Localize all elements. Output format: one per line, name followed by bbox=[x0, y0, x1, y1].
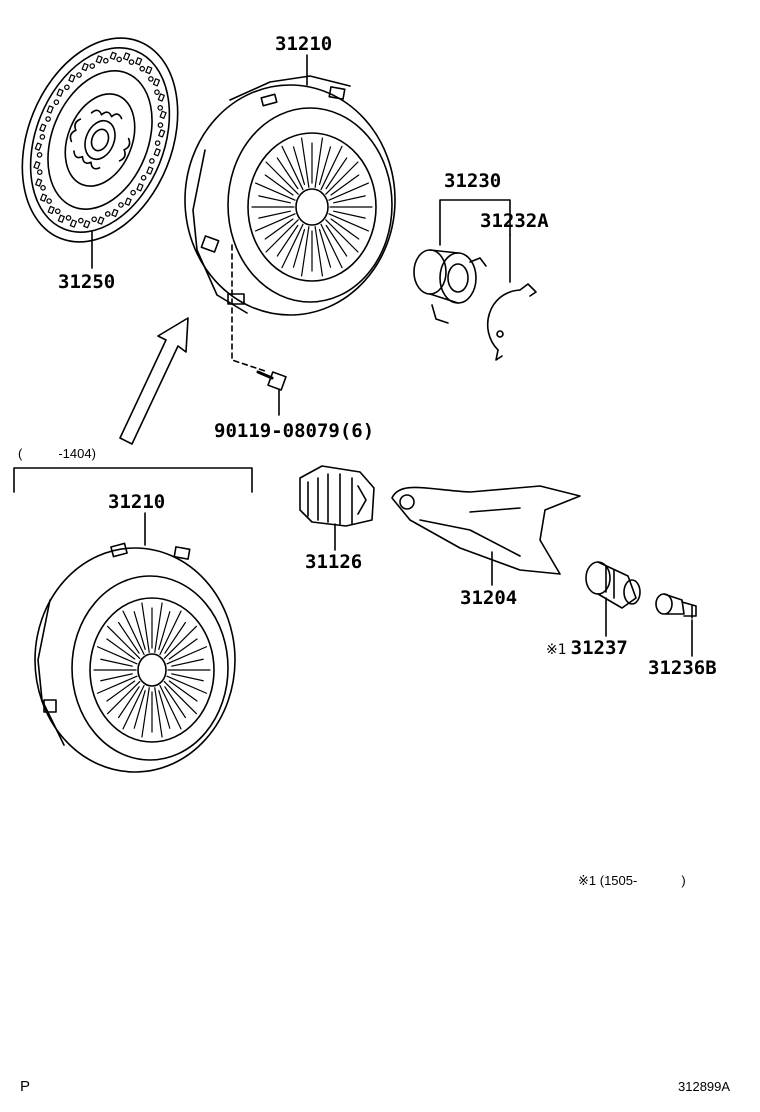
range-bracket bbox=[13, 467, 253, 493]
footnote-range: (1505- bbox=[599, 873, 638, 888]
clutch-cover-upper-drawing bbox=[184, 75, 396, 316]
fork-support-drawing bbox=[655, 593, 697, 619]
leader-31230 bbox=[439, 199, 511, 246]
assembly-direction-arrow bbox=[119, 317, 189, 445]
label-31230[interactable]: 31230 bbox=[444, 170, 502, 192]
mark-1-footnote: ※1 (1505-) bbox=[578, 874, 686, 887]
bolt-drawing bbox=[231, 244, 287, 416]
label-31250[interactable]: 31250 bbox=[58, 271, 116, 293]
range-note-upto-1404: ( -1404) bbox=[18, 447, 96, 460]
release-fork-drawing bbox=[391, 485, 581, 575]
label-31126[interactable]: 31126 bbox=[305, 551, 363, 573]
mark-1-symbol: ※1 bbox=[546, 642, 567, 658]
range-upto-value: -1404) bbox=[58, 446, 96, 461]
clutch-disc-drawing bbox=[21, 37, 179, 243]
label-31237-number[interactable]: 31237 bbox=[570, 637, 628, 659]
footnote-close: ) bbox=[681, 873, 686, 888]
illustration-code: 312899A bbox=[678, 1079, 731, 1094]
label-31210-lower[interactable]: 31210 bbox=[108, 491, 166, 513]
release-bearing-drawing bbox=[413, 249, 487, 324]
release-fork-boot-drawing bbox=[299, 465, 375, 527]
fork-support-boot-drawing bbox=[585, 561, 641, 609]
footnote-symbol: ※1 bbox=[578, 873, 597, 888]
range-paren: ( bbox=[18, 446, 23, 461]
label-90119-08079[interactable]: 90119-08079(6) bbox=[214, 420, 375, 442]
release-bearing-clip-drawing bbox=[487, 283, 537, 361]
label-31210-upper[interactable]: 31210 bbox=[275, 33, 333, 55]
corner-letter: P bbox=[20, 1078, 31, 1095]
label-31232A[interactable]: 31232A bbox=[480, 210, 549, 232]
label-31236B[interactable]: 31236B bbox=[648, 657, 717, 679]
label-31204[interactable]: 31204 bbox=[460, 587, 518, 609]
clutch-cover-lower-drawing bbox=[34, 542, 236, 773]
